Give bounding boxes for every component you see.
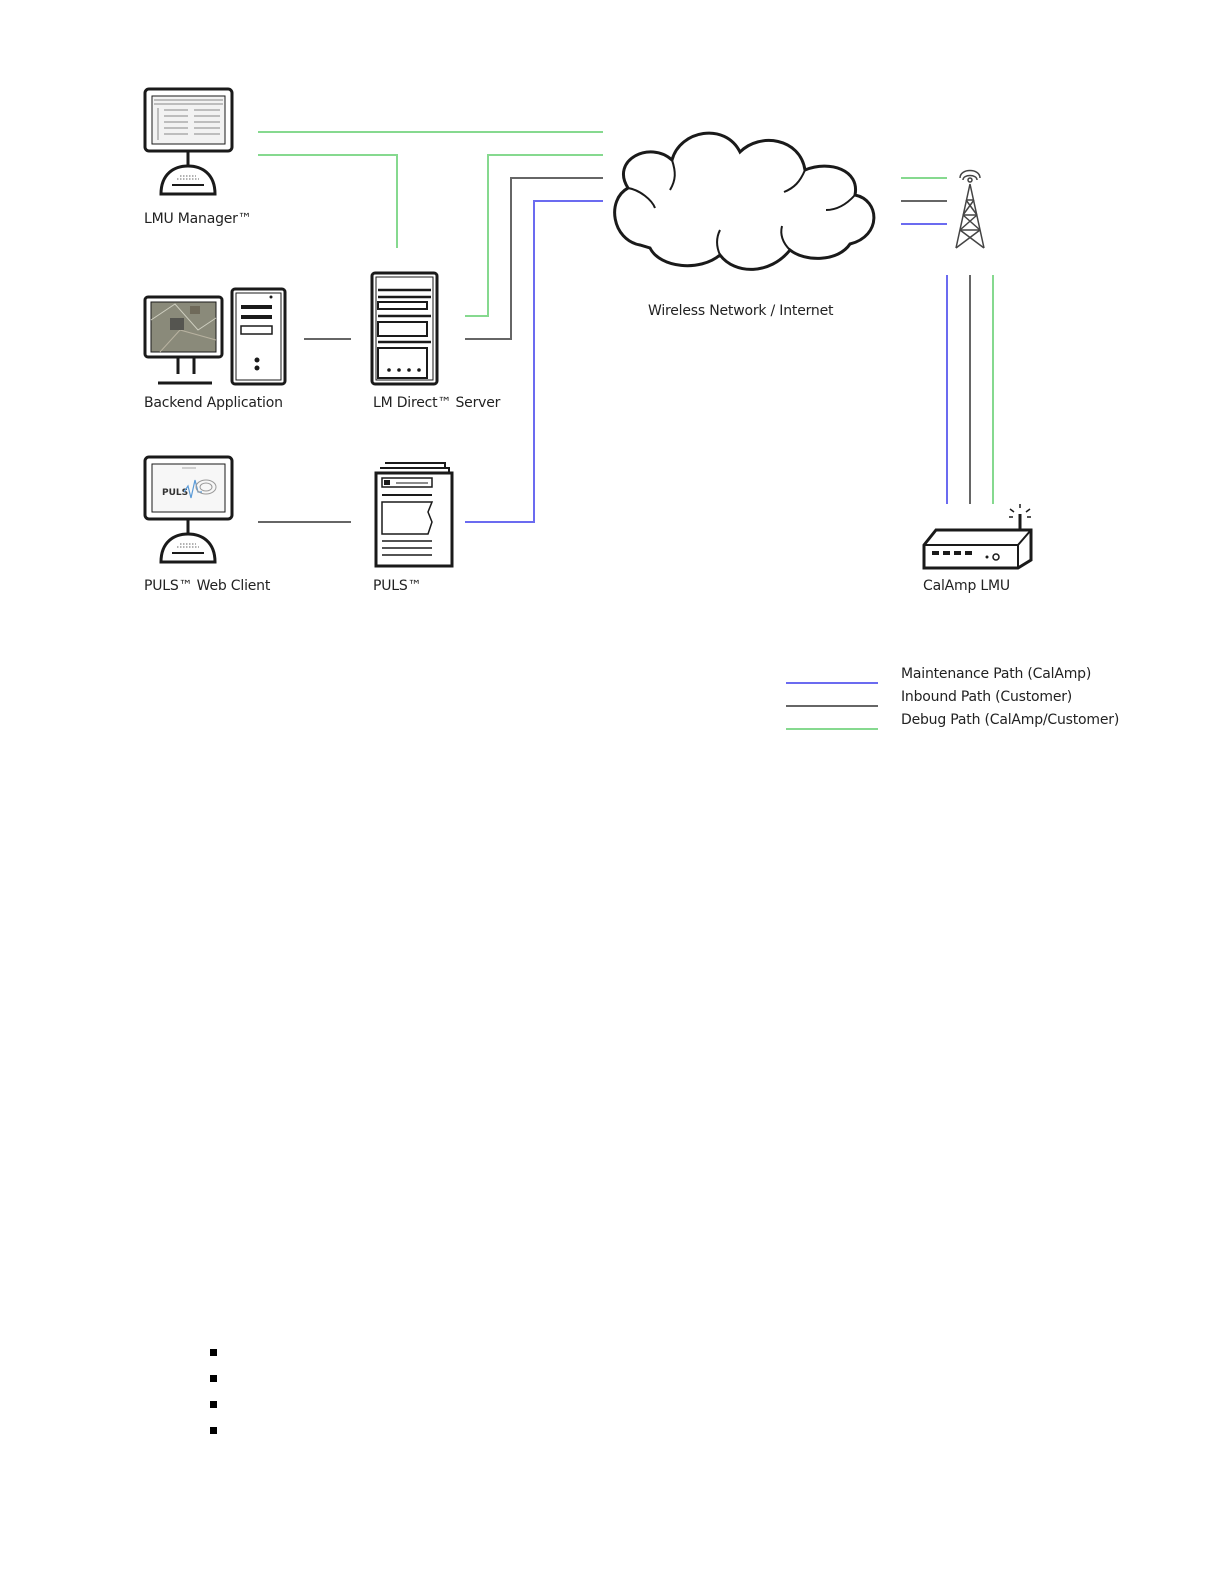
square-bullet-icon (210, 1401, 217, 1408)
lm-direct-server-label: LM Direct™ Server (373, 395, 500, 411)
square-bullet-icon (210, 1349, 217, 1356)
legend-label-maintenance: Maintenance Path (CalAmp) (901, 666, 1091, 682)
legend-label-inbound: Inbound Path (Customer) (901, 689, 1072, 705)
monitor-icon: PULS (145, 457, 232, 562)
square-bullet-icon (210, 1375, 217, 1382)
puls-label: PULS™ (373, 578, 421, 594)
legend-label-debug: Debug Path (CalAmp/Customer) (901, 712, 1119, 728)
debug-path-lmu-manager-to-server (258, 155, 397, 248)
desktop-computer-icon (145, 289, 285, 384)
wireless-network-label: Wireless Network / Internet (648, 303, 833, 319)
lmu-manager-label: LMU Manager™ (144, 211, 252, 227)
backend-application-label: Backend Application (144, 395, 283, 411)
documents-stack-icon (376, 463, 452, 566)
puls-screen-text: PULS (162, 488, 188, 498)
legend-swatches (786, 683, 878, 729)
puls-web-client-label: PULS™ Web Client (144, 578, 270, 594)
square-bullet-icon (210, 1427, 217, 1434)
calamp-lmu-label: CalAmp LMU (923, 578, 1010, 594)
server-tower-icon (372, 273, 437, 384)
lmu-device-icon (924, 504, 1031, 568)
maintenance-path-puls-to-cloud (465, 201, 603, 522)
cell-tower-icon (956, 171, 984, 249)
monitor-icon (145, 89, 232, 194)
cloud-icon (615, 133, 874, 269)
